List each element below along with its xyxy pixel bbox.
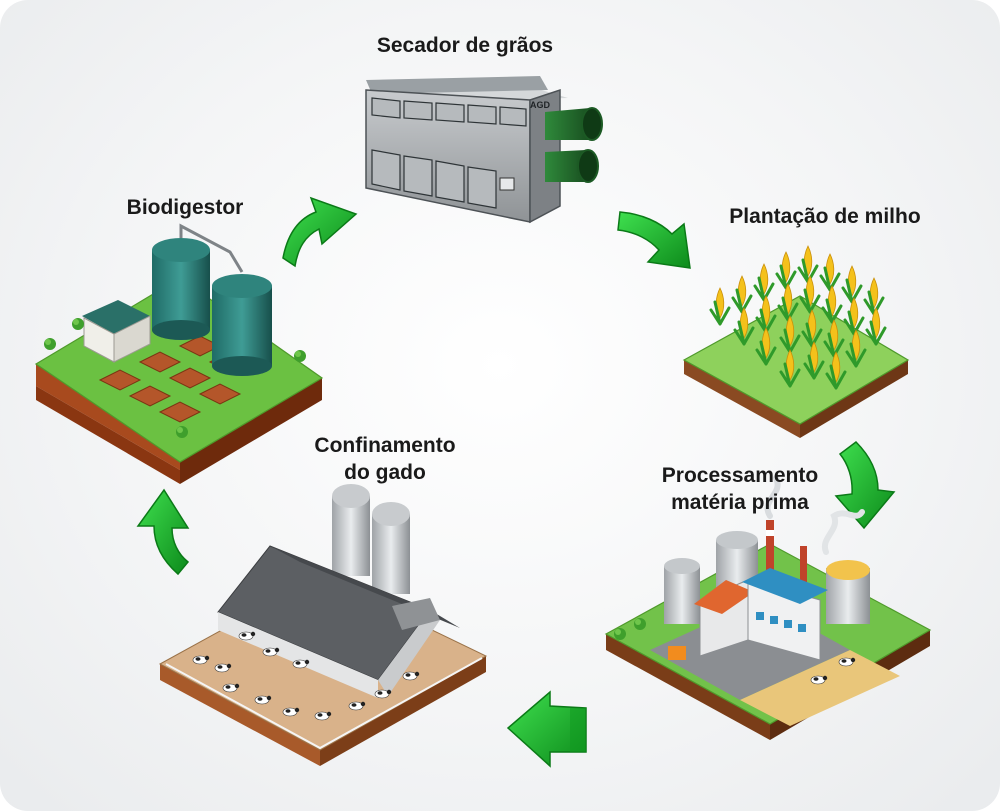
arrow-processamento-to-confinamento bbox=[506, 690, 587, 768]
barn-icon bbox=[158, 484, 488, 766]
dryer-icon: AGD bbox=[365, 76, 603, 224]
factory-icon bbox=[604, 475, 932, 740]
label-plantacao-milho-text: Plantação de milho bbox=[729, 205, 921, 228]
label-processamento-line1: Processamento bbox=[661, 464, 819, 487]
dryer-duct-upper bbox=[545, 107, 603, 141]
label-confinamento-line2: do gado bbox=[344, 461, 426, 484]
label-secador: Secador de grãos bbox=[340, 32, 590, 59]
biodigester-icon bbox=[34, 223, 324, 484]
label-confinamento-line1: Confinamento bbox=[314, 434, 456, 457]
label-confinamento: Confinamento do gado bbox=[290, 432, 480, 486]
label-biodigestor-text: Biodigestor bbox=[126, 196, 244, 219]
dryer-logo: AGD bbox=[530, 100, 551, 110]
label-biodigestor: Biodigestor bbox=[95, 194, 275, 221]
label-processamento-line2: matéria prima bbox=[671, 491, 809, 514]
arrow-biodigestor-to-secador bbox=[282, 196, 358, 268]
dryer-duct-lower bbox=[545, 149, 599, 183]
label-plantacao-milho: Plantação de milho bbox=[690, 203, 960, 230]
arrow-confinamento-to-biodigestor bbox=[136, 488, 190, 576]
label-processamento: Processamento matéria prima bbox=[640, 462, 840, 516]
corn-field-icon bbox=[682, 244, 910, 438]
label-secador-text: Secador de grãos bbox=[376, 34, 554, 57]
arrow-secador-to-milho bbox=[617, 211, 691, 269]
